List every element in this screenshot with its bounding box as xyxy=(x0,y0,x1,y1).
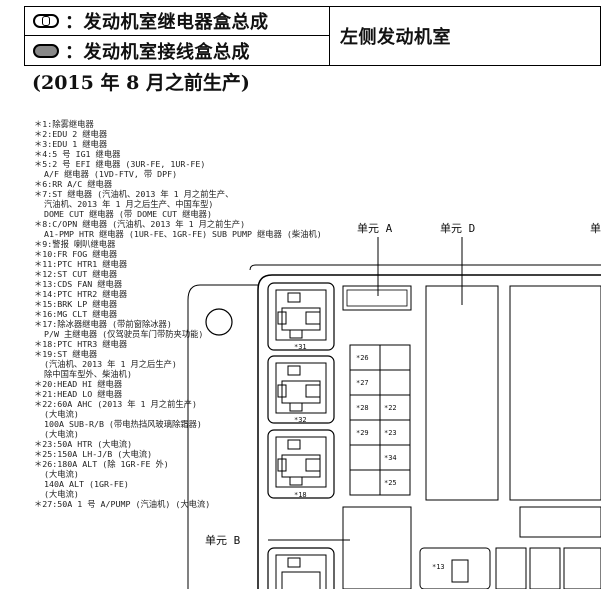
location-label: 左侧发动机室 xyxy=(340,27,451,48)
junction-box-label: ：发动机室接线盒总成 xyxy=(65,41,250,63)
legend-subitem: (大电流) xyxy=(44,409,79,419)
legend-item: ＊11:PTC HTR1 继电器 xyxy=(34,259,128,269)
legend-item: ＊13:CDS FAN 继电器 xyxy=(34,279,123,289)
header-location-cell: 左侧发动机室 xyxy=(330,7,600,65)
legend-subitem: A/F 继电器 (1VD-FTV, 带 DPF) xyxy=(44,169,178,179)
legend-subitem: (汽油机、2013 年 1 月之后生产) xyxy=(44,359,177,369)
fuse-label-34: *34 xyxy=(384,454,397,462)
legend-subitem: 除中国车型外、柴油机) xyxy=(44,369,132,379)
production-date-subtitle: (2015 年 8 月之前生产) xyxy=(32,72,250,94)
legend-subitem: (大电流) xyxy=(44,489,79,499)
unit-b-block xyxy=(342,506,412,589)
legend-subitem: 140A ALT (1GR-FE) xyxy=(44,479,129,489)
legend-item: ＊27:50A 1 号 A/PUMP (汽油机) (大电流) xyxy=(34,499,211,509)
legend-item: ＊2:EDU 2 继电器 xyxy=(34,129,108,139)
legend-item: ＊12:ST CUT 继电器 xyxy=(34,269,118,279)
unit-b-label: 单元 B xyxy=(205,534,241,547)
junction-box-symbol-icon xyxy=(33,43,59,58)
mounting-hole-icon xyxy=(205,308,233,336)
legend-item: ＊21:HEAD LO 继电器 xyxy=(34,389,123,399)
legend-item: ＊15:BRK LP 继电器 xyxy=(34,299,118,309)
relay-label-32: *32 xyxy=(294,416,307,424)
legend-item: ＊1:除雾继电器 xyxy=(34,119,94,129)
legend-subitem: (大电流) xyxy=(44,429,79,439)
relay-box-symbol-icon xyxy=(33,14,59,28)
relay-label-18: *18 xyxy=(294,491,307,499)
legend-item: ＊20:HEAD HI 继电器 xyxy=(34,379,123,389)
unit-d-label: 单元 D xyxy=(440,222,476,235)
fuse-label-29: *29 xyxy=(356,429,369,437)
relay-socket-32 xyxy=(267,355,335,424)
fuse-block-unit-a xyxy=(349,344,411,496)
legend-subitem: DOME CUT 继电器 (带 DOME CUT 继电器) xyxy=(44,209,212,219)
relay-socket-31 xyxy=(267,282,335,351)
fuse-label-27: *27 xyxy=(356,379,369,387)
relay-socket-bottom xyxy=(267,547,335,589)
legend-subitem: P/W 主继电器 (仅驾驶员车门带防夹功能) xyxy=(44,329,204,339)
header-row-junction-box: ：发动机室接线盒总成 xyxy=(25,36,329,65)
legend-item: ＊14:PTC HTR2 继电器 xyxy=(34,289,128,299)
fuse-label-23: *23 xyxy=(384,429,397,437)
header-left-cell: ：发动机室继电器盒总成 ：发动机室接线盒总成 xyxy=(25,7,330,65)
legend-item: ＊17:除冰器继电器 (带前窗除冰器) xyxy=(34,319,172,329)
relay-legend-list: ＊1:除雾继电器＊2:EDU 2 继电器＊3:EDU 1 继电器＊4:5 号 I… xyxy=(34,119,322,509)
header-table: ：发动机室继电器盒总成 ：发动机室接线盒总成 左侧发动机室 xyxy=(24,6,601,66)
legend-item: ＊19:ST 继电器 xyxy=(34,349,98,359)
legend-item: ＊23:50A HTR (大电流) xyxy=(34,439,133,449)
legend-item: ＊3:EDU 1 继电器 xyxy=(34,139,108,149)
legend-item: ＊4:5 号 IG1 继电器 xyxy=(34,149,121,159)
unit-cut-label: 单 xyxy=(590,222,601,235)
legend-item: ＊25:150A LH-J/B (大电流) xyxy=(34,449,153,459)
legend-item: ＊5:2 号 EFI 继电器 (3UR-FE, 1UR-FE) xyxy=(34,159,206,169)
legend-subitem: A1-PMP HTR 继电器 (1UR-FE、1GR-FE) SUB PUMP … xyxy=(44,229,322,239)
header-row-relay-box: ：发动机室继电器盒总成 xyxy=(25,7,329,36)
legend-item: ＊26:180A ALT (除 1GR-FE 外) xyxy=(34,459,169,469)
fuse-label-28: *28 xyxy=(356,404,369,412)
fuse-label-25: *25 xyxy=(384,479,397,487)
unit-d-block xyxy=(425,285,499,501)
relay-socket-18 xyxy=(267,429,335,499)
legend-item: ＊22:60A AHC (2013 年 1 月之前生产) xyxy=(34,399,197,409)
legend-subitem: 汽油机、2013 年 1 月之后生产、中国车型) xyxy=(44,199,214,209)
legend-item: ＊7:ST 继电器 (汽油机、2013 年 1 月之前生产、 xyxy=(34,189,234,199)
legend-item: ＊18:PTC HTR3 继电器 xyxy=(34,339,128,349)
legend-item: ＊8:C/OPN 继电器 (汽油机、2013 年 1 月之前生产) xyxy=(34,219,246,229)
legend-subitem: (大电流) xyxy=(44,469,79,479)
legend-item: ＊10:FR FOG 继电器 xyxy=(34,249,118,259)
fuse-label-22: *22 xyxy=(384,404,397,412)
legend-item: ＊16:MG CLT 继电器 xyxy=(34,309,118,319)
unit-a-label: 单元 A xyxy=(357,222,393,235)
bottom-label-13: *13 xyxy=(432,563,445,571)
legend-item: ＊9:警报 喇叭继电器 xyxy=(34,239,116,249)
fuse-label-26: *26 xyxy=(356,354,369,362)
relay-label-31: *31 xyxy=(294,343,307,351)
legend-subitem: 100A SUB-R/B (带电热挡风玻璃除霜器) xyxy=(44,419,202,429)
relay-box-label: ：发动机室继电器盒总成 xyxy=(65,12,269,33)
legend-item: ＊6:RR A/C 继电器 xyxy=(34,179,113,189)
